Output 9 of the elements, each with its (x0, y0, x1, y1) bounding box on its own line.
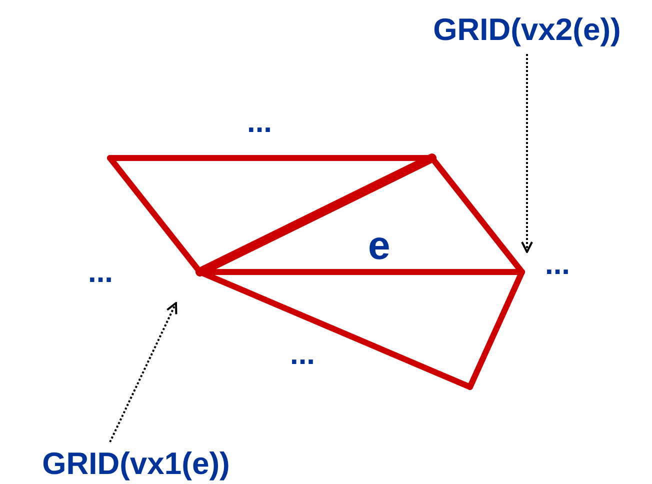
ellipsis-label: ... (247, 108, 272, 138)
grid-label: GRID(vx2(e)) (414, 14, 640, 45)
ellipsis-label: ... (290, 340, 316, 370)
grid-label: GRID(vx1(e)) (22, 448, 250, 479)
ellipsis-label: ... (88, 258, 114, 288)
edge-name: e (368, 226, 390, 266)
leader-line (109, 302, 178, 442)
leader-line (521, 54, 533, 253)
ellipsis-label: ... (545, 250, 570, 280)
